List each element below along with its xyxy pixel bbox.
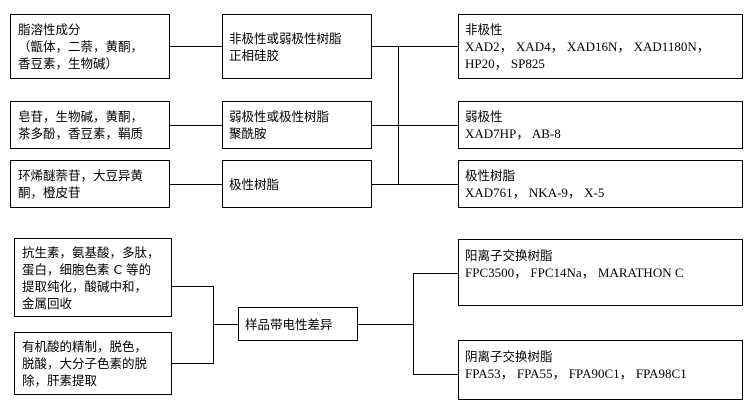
method-box-row2-line1: 弱极性或极性树脂 [229,109,330,124]
connector-app2-bracket [172,363,214,364]
connector-bracket-principle [213,324,238,325]
right-bracket-vertical [413,273,414,374]
sample-box-row1-line2: （甑体，二萘，黄酮， [18,39,144,54]
connector-method-bus-row3 [372,184,399,185]
product-box-row2-line1: XAD7HP， AB-8 [465,126,561,141]
connector-sample-method-row3 [170,184,222,185]
product-box-row3-heading: 极性树脂 [465,168,516,183]
product-box-row1: 非极性 XAD2， XAD4， XAD16N， XAD1180N， HP20， … [458,14,743,79]
resin-box-anion-heading: 阴离子交换树脂 [465,349,553,364]
method-box-row1-line2: 正相硅胶 [229,47,280,63]
method-box-row3: 极性树脂 [222,160,372,208]
vertical-bus-top [398,46,399,184]
product-box-row1-line1: XAD2， XAD4， XAD16N， XAD1180N， [465,39,710,54]
product-box-row1-line2: HP20， SP825 [465,56,545,71]
application-box-1-line3: 提取纯化，酸碱中和， [22,278,148,294]
connector-sample-method-row1 [170,46,222,47]
resin-box-cation: 阳离子交换树脂 FPC3500， FPC14Na， MARATHON C [458,239,743,306]
resin-box-cation-line1: FPC3500， FPC14Na， MARATHON C [465,265,684,280]
connector-app1-bracket [172,286,214,287]
connector-bus-product-row3 [398,184,458,185]
connector-sample-method-row2 [170,125,222,126]
connector-bus-product-row2 [398,125,458,126]
application-box-1-line1: 抗生素，氨基酸，多肽， [22,244,160,260]
resin-box-anion: 阴离子交换树脂 FPA53， FPA55， FPA90C1， FPA98C1 [458,340,743,400]
connector-principle-bracket [358,324,414,325]
method-box-row2: 弱极性或极性树脂 聚酰胺 [222,101,372,149]
connector-method-bus-row1 [372,46,399,47]
product-box-row2: 弱极性 XAD7HP， AB-8 [458,101,743,149]
method-box-row1-line1: 非极性或弱极性树脂 [229,30,342,46]
product-box-row2-heading: 弱极性 [465,109,503,124]
sample-box-row3-line1: 环烯醚萘苷，大豆异黄 [18,168,144,183]
sample-box-row3: 环烯醚萘苷，大豆异黄 酮，橙皮苷 [10,160,170,208]
principle-box-label: 样品带电性差异 [245,316,333,332]
application-box-1: 抗生素，氨基酸，多肽， 蛋白，细胞色素 C 等的 提取纯化，酸碱中和， 金属回收 [14,238,172,317]
application-box-2-line3: 除，肝素提取 [22,373,98,388]
connector-bus-product-row1 [398,46,458,47]
application-box-2-line2: 脱酸，大分子色素的脱 [22,356,148,371]
product-box-row3-line1: XAD761， NKA-9， X-5 [465,185,605,200]
method-box-row1: 非极性或弱极性树脂 正相硅胶 [222,14,372,79]
sample-box-row2-line1: 皂苷，生物碱，黄酮， [18,109,144,124]
sample-box-row1-line3: 香豆素，生物碱） [18,56,119,71]
sample-box-row2-line2: 茶多酚，香豆素，鞙质 [18,126,144,141]
application-box-1-line2: 蛋白，细胞色素 C 等的 [22,261,152,277]
method-box-row3-line1: 极性树脂 [229,176,280,192]
sample-box-row1-line1: 脂溶性成分 [18,22,81,37]
resin-box-cation-heading: 阳离子交换树脂 [465,248,553,263]
connector-method-bus-row2 [372,125,399,126]
product-box-row1-heading: 非极性 [465,22,503,37]
application-box-1-line4: 金属回收 [22,295,73,311]
method-box-row2-line2: 聚酰胺 [229,126,267,141]
principle-box: 样品带电性差异 [238,307,358,341]
sample-box-row3-line2: 酮，橙皮苷 [18,185,81,200]
resin-box-anion-line1: FPA53， FPA55， FPA90C1， FPA98C1 [465,366,687,381]
sample-box-row2: 皂苷，生物碱，黄酮， 茶多酚，香豆素，鞙质 [10,101,170,149]
sample-box-row1: 脂溶性成分 （甑体，二萘，黄酮， 香豆素，生物碱） [10,14,170,79]
connector-bracket-resin1 [413,273,458,274]
connector-bracket-resin2 [413,374,458,375]
left-bracket-vertical [213,286,214,364]
product-box-row3: 极性树脂 XAD761， NKA-9， X-5 [458,160,743,208]
application-box-2-line1: 有机酸的精制，脱色， [22,339,148,354]
application-box-2: 有机酸的精制，脱色， 脱酸，大分子色素的脱 除，肝素提取 [14,332,172,395]
